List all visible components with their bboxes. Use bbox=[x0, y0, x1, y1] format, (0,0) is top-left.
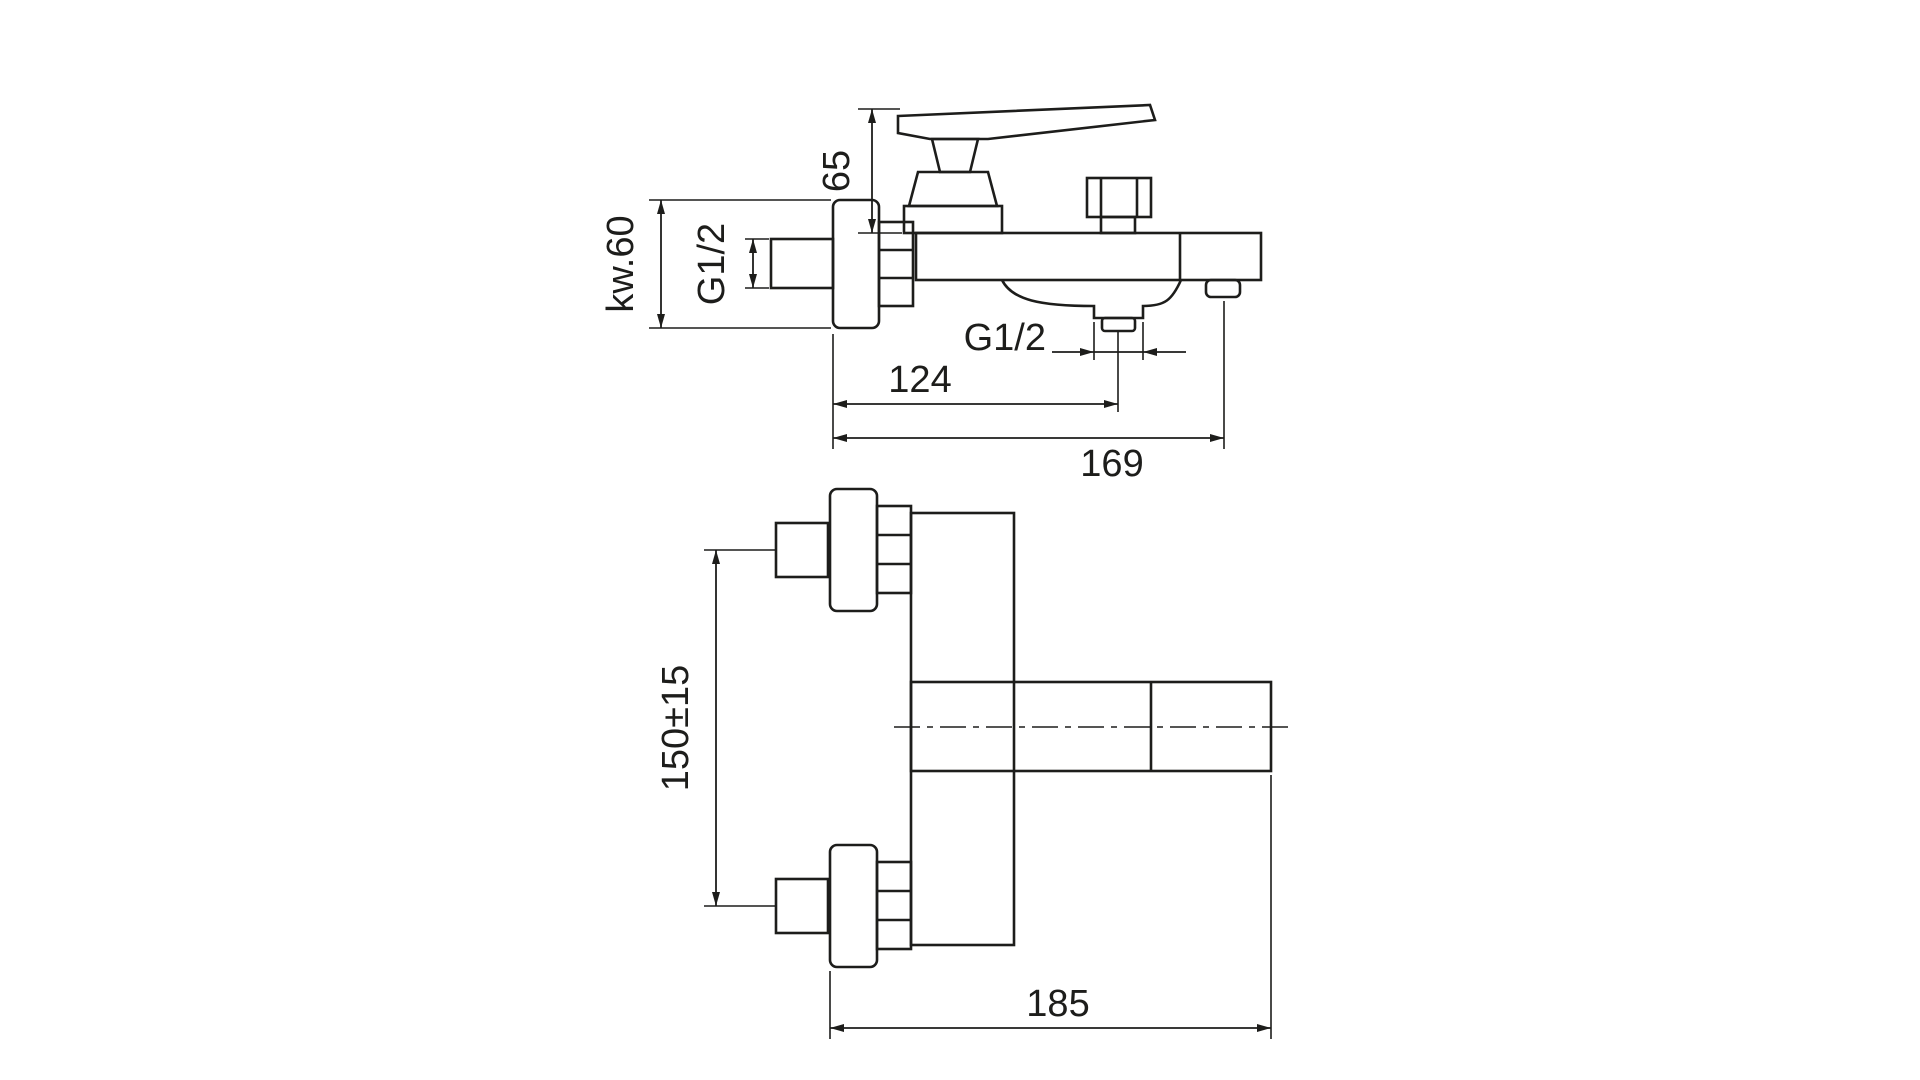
front-view-dimensions: 150±15 185 bbox=[655, 549, 1272, 1039]
dim-label-65: 65 bbox=[816, 150, 858, 192]
dim-label-inlet-thread: G1/2 bbox=[691, 223, 733, 305]
side-spout-underside bbox=[1000, 279, 1183, 320]
dim-label-150: 150±15 bbox=[655, 665, 697, 792]
side-view-dimensions: 65 kw.60 G1/2 G1/2 124 169 bbox=[600, 108, 1225, 485]
front-top-flange bbox=[828, 487, 879, 613]
side-outlet-nipple bbox=[1100, 316, 1137, 333]
side-cartridge-body bbox=[907, 170, 999, 208]
front-top-square-nut bbox=[774, 521, 830, 579]
side-inlet-hex-nut bbox=[877, 220, 915, 308]
dim-label-169: 169 bbox=[1080, 443, 1143, 485]
side-aerator-nub bbox=[1204, 278, 1242, 299]
side-cartridge-cap bbox=[902, 204, 1004, 235]
front-top-hex-nut bbox=[875, 504, 913, 595]
side-view bbox=[769, 103, 1263, 333]
side-inlet-square-nut bbox=[769, 237, 835, 290]
side-body bbox=[914, 231, 1263, 282]
side-handle-pivot bbox=[930, 137, 980, 174]
side-shower-connector-stem bbox=[1099, 215, 1137, 235]
front-bottom-square-nut bbox=[774, 877, 830, 935]
front-bottom-flange bbox=[828, 843, 879, 969]
front-body-column bbox=[909, 511, 1016, 947]
front-bottom-hex-nut bbox=[875, 860, 913, 951]
side-shower-connector-block bbox=[1085, 176, 1153, 219]
dim-label-124: 124 bbox=[888, 359, 951, 401]
dim-label-kw60: kw.60 bbox=[600, 215, 642, 312]
dim-label-outlet-thread: G1/2 bbox=[964, 317, 1046, 359]
dim-label-185: 185 bbox=[1026, 983, 1089, 1025]
side-handle-lever bbox=[896, 103, 1157, 141]
front-view bbox=[774, 487, 1292, 969]
